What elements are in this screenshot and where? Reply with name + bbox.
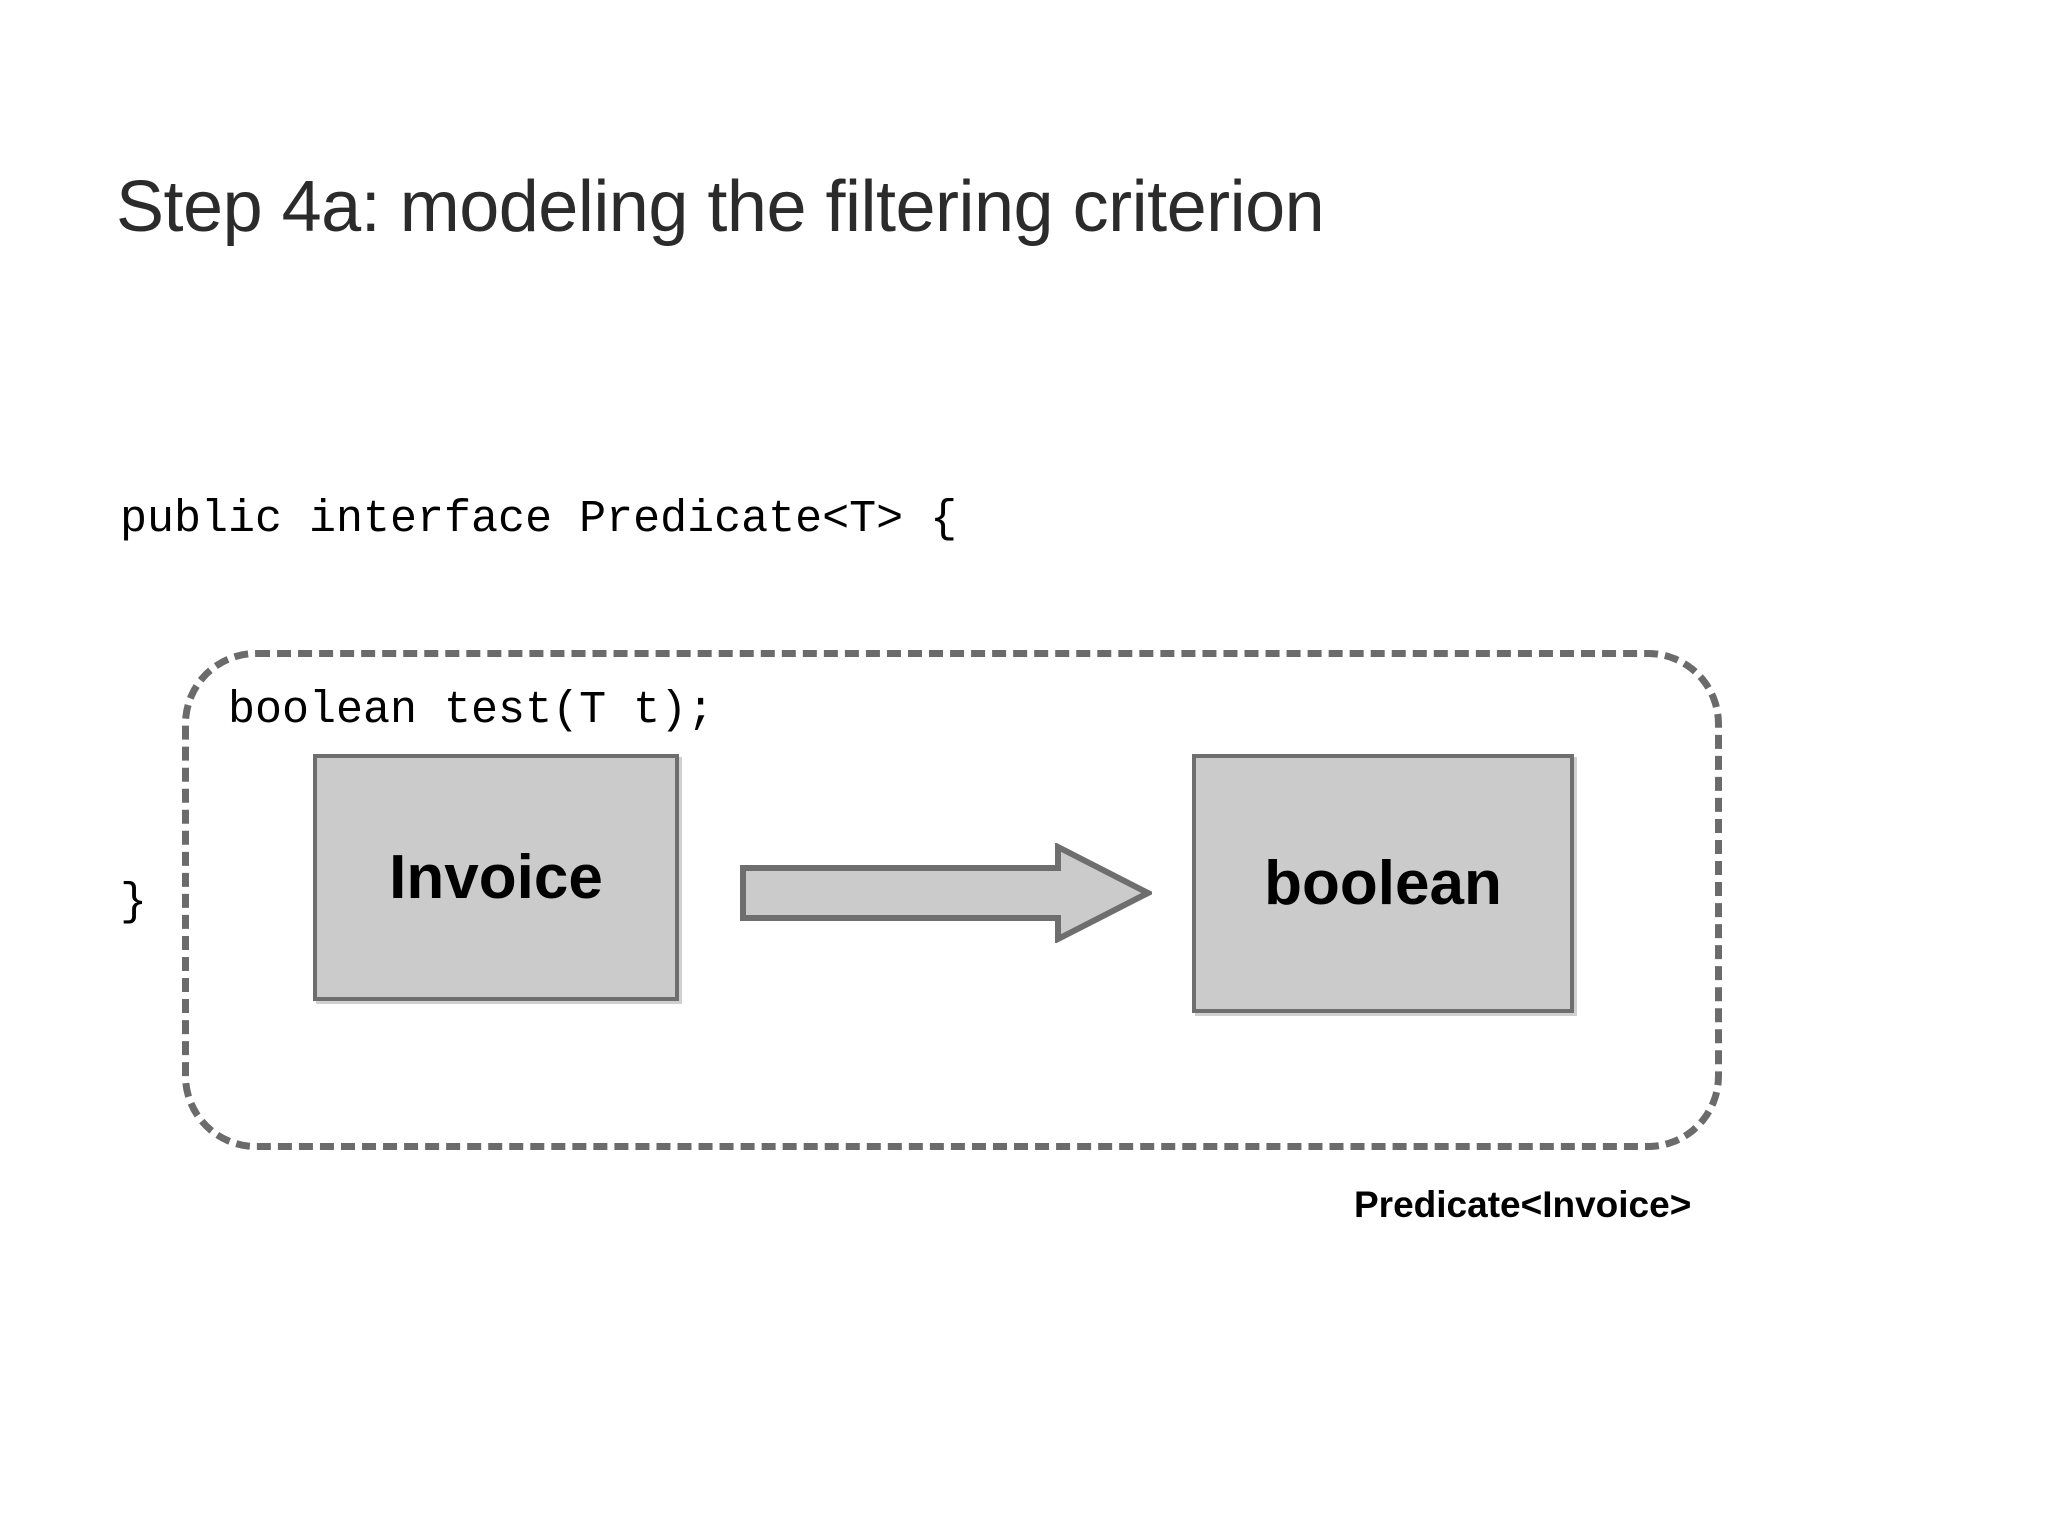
code-block: public interface Predicate<T> { boolean … [120, 360, 957, 1063]
code-line-3: } [120, 877, 148, 929]
predicate-caption-label: Predicate<Invoice> [1354, 1184, 1692, 1225]
diagram-box-output: boolean [1192, 754, 1574, 1013]
code-line-2: boolean test(T t); [120, 685, 715, 737]
page-title: Step 4a: modeling the filtering criterio… [116, 167, 1325, 248]
diagram-box-output-label: boolean [1264, 848, 1502, 918]
code-line-1: public interface Predicate<T> { [120, 493, 958, 545]
